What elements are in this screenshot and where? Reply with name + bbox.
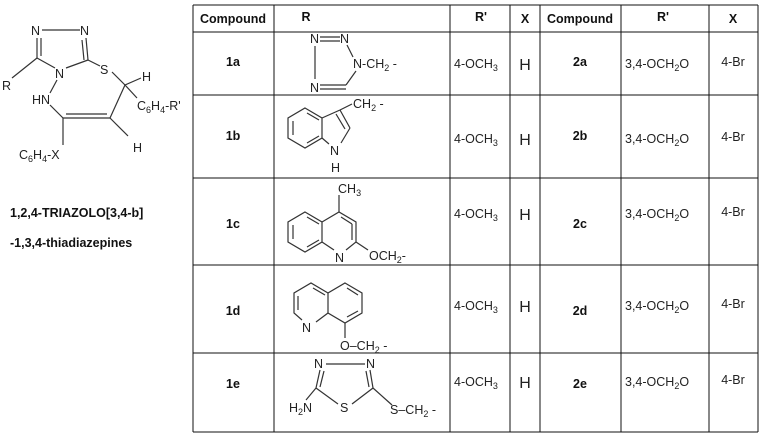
structure-title-line1: 1,2,4-TRIAZOLO[3,4-b] [10, 206, 143, 220]
atom-n: N [302, 321, 311, 335]
substituent-label: CH2 - [353, 97, 384, 113]
substituent-label: O–CH2 - [340, 339, 387, 355]
x-value-2: 4-Br [721, 205, 745, 219]
r-group-1d: N O–CH2 - [293, 282, 387, 355]
header-compound-2: Compound [547, 12, 613, 26]
x-value: H [519, 57, 531, 74]
compound-id: 1a [226, 55, 241, 69]
r-prime-value-2: 3,4-OCH2O [625, 132, 689, 148]
atom-n: N [80, 24, 89, 38]
table-grid [192, 4, 759, 433]
x-value-2: 4-Br [721, 373, 745, 387]
header-r: R [301, 10, 310, 24]
header-x: X [521, 12, 530, 26]
r-group-1c: CH3 N OCH2- [287, 182, 406, 265]
atom-hn: HN [32, 93, 50, 107]
atom-n: N [330, 144, 339, 158]
compound-id-2: 2a [573, 55, 588, 69]
table-row: 1e 4-OCH3 H 2e 3,4-OCH2O 4-Br [226, 373, 745, 392]
x-value-2: 4-Br [721, 130, 745, 144]
header-r-prime: R' [475, 10, 487, 24]
atom-h: H [331, 161, 340, 175]
r-prime-value-2: 3,4-OCH2O [625, 57, 689, 73]
r-prime-value: 4-OCH3 [454, 207, 498, 223]
atom-h: H [142, 70, 151, 84]
atom-n: N [314, 357, 323, 371]
r-group-1b: CH2 - N H [287, 97, 384, 175]
header-r-prime-2: R' [657, 10, 669, 24]
substituent-label: N-CH2 - [353, 57, 397, 73]
r-prime-value-2: 3,4-OCH2O [625, 375, 689, 391]
table-row: 1a 4-OCH3 H 2a 3,4-OCH2O 4-Br [226, 55, 745, 74]
r-group-1a: N N N N-CH2 - [310, 32, 397, 95]
table-header: Compound R R' X Compound R' X [200, 10, 738, 26]
substituent-label: OCH2- [369, 249, 406, 265]
compound-id: 1b [226, 129, 241, 143]
amino-label: H2N [289, 401, 312, 417]
table-row: 1d 4-OCH3 H 2d 3,4-OCH2O 4-Br [226, 297, 745, 318]
r-prime-value: 4-OCH3 [454, 299, 498, 315]
r-prime-value-2: 3,4-OCH2O [625, 207, 689, 223]
r-prime-value: 4-OCH3 [454, 57, 498, 73]
atom-s: S [340, 401, 348, 415]
header-x-2: X [729, 12, 738, 26]
r-prime-value: 4-OCH3 [454, 375, 498, 391]
methyl-label: CH3 [338, 182, 361, 198]
atom-n: N [366, 357, 375, 371]
structure-title-line2: -1,3,4-thiadiazepines [10, 236, 132, 250]
substituent-c6h4-rprime: C6H4-R' [137, 99, 181, 115]
x-value: H [519, 299, 531, 316]
compound-id-2: 2e [573, 377, 587, 391]
atom-r: R [2, 79, 11, 93]
compound-id-2: 2d [573, 304, 588, 318]
x-value: H [519, 132, 531, 149]
atom-n: N [31, 24, 40, 38]
x-value: H [519, 207, 531, 224]
atom-n: N [335, 251, 344, 265]
x-value: H [519, 375, 531, 392]
r-group-1e: N N S H2N S–CH2 - [289, 357, 436, 419]
r-prime-value: 4-OCH3 [454, 132, 498, 148]
table-row: 1b 4-OCH3 H 2b 3,4-OCH2O 4-Br [226, 129, 745, 149]
x-value-2: 4-Br [721, 55, 745, 69]
general-structure: N N N R S H HN H C6H4-R' C6H4-X 1,2,4-TR… [2, 24, 181, 250]
atom-n: N [55, 67, 64, 81]
header-compound: Compound [200, 12, 266, 26]
substituent-label: S–CH2 - [390, 403, 436, 419]
compound-id: 1d [226, 304, 241, 318]
atom-s: S [100, 63, 108, 77]
compound-id: 1e [226, 377, 240, 391]
compound-id-2: 2b [573, 129, 588, 143]
atom-h: H [133, 141, 142, 155]
atom-n: N [310, 81, 319, 95]
x-value-2: 4-Br [721, 297, 745, 311]
table-row: 1c 4-OCH3 H 2c 3,4-OCH2O 4-Br [226, 205, 745, 231]
compound-id-2: 2c [573, 217, 587, 231]
r-prime-value-2: 3,4-OCH2O [625, 299, 689, 315]
atom-n: N [340, 32, 349, 46]
compound-id: 1c [226, 217, 240, 231]
atom-n: N [310, 32, 319, 46]
substituent-c6h4-x: C6H4-X [19, 148, 60, 164]
